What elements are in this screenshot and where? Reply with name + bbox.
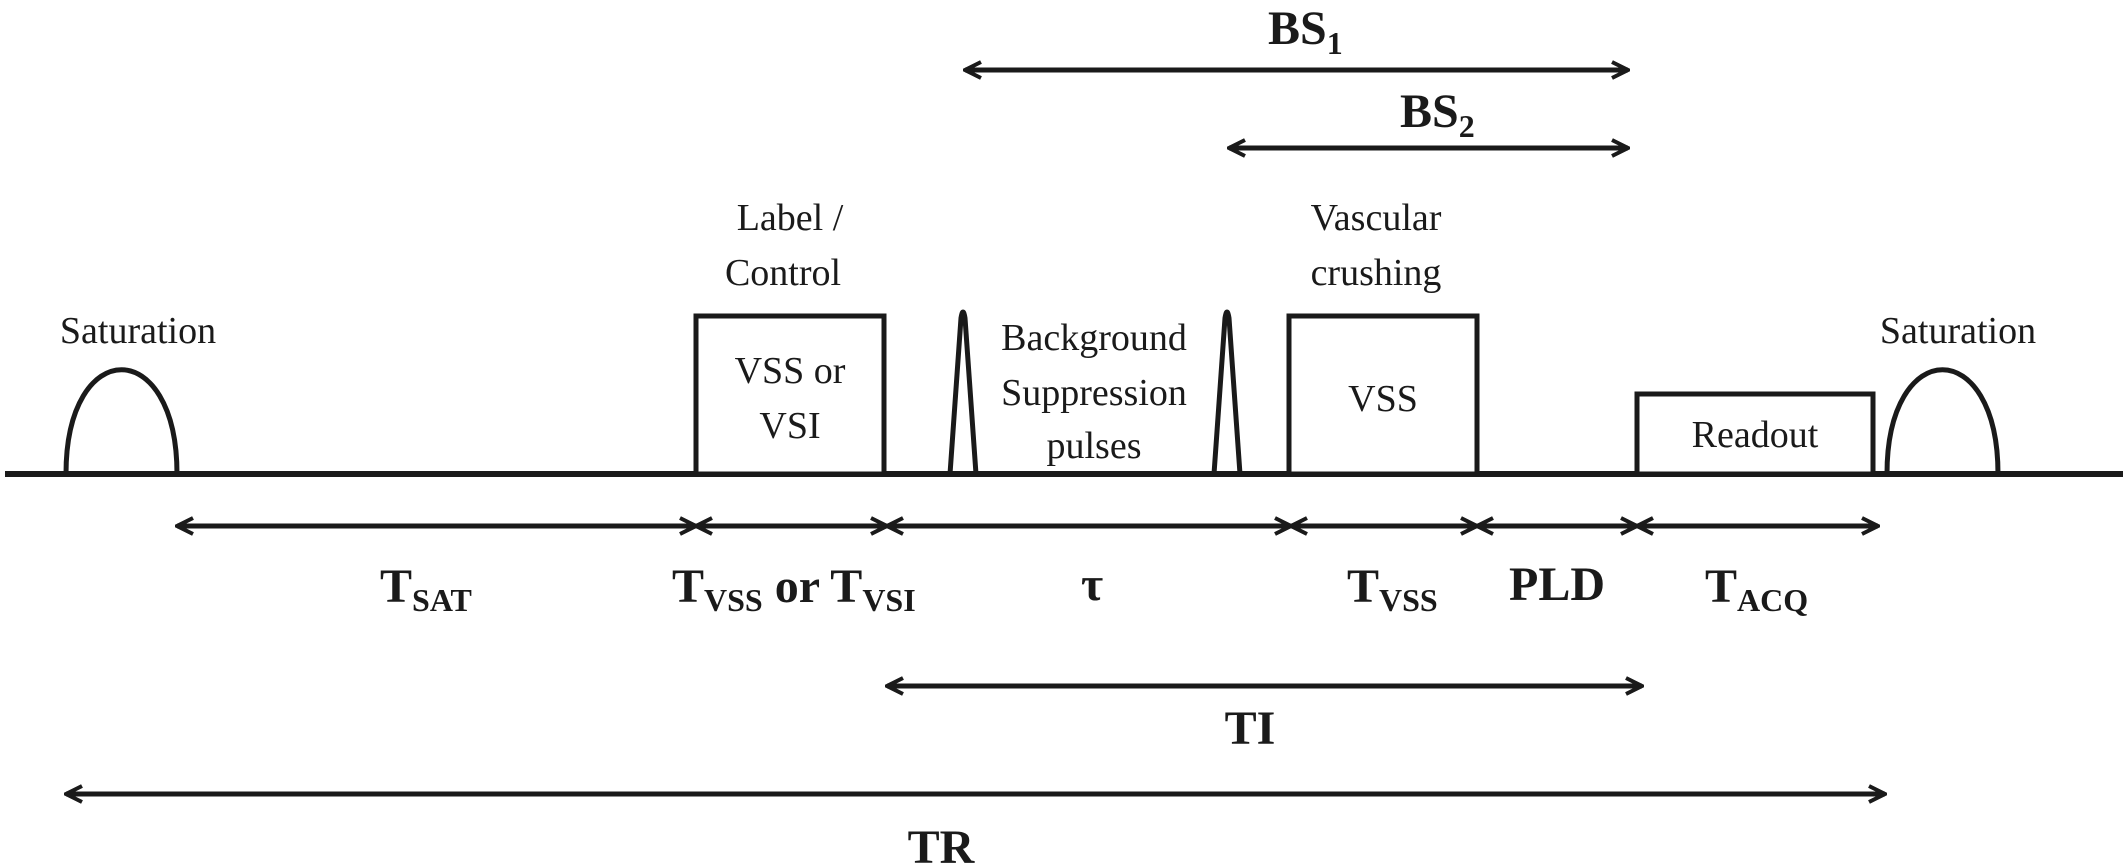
- vss-crusher-box: [1286, 313, 1480, 477]
- tvss-label: TVSS: [1347, 560, 1438, 618]
- background-suppression-pulse-2: [1211, 309, 1243, 475]
- saturation-pulse-right: [1884, 367, 2001, 475]
- vss-or-vsi-line2: VSI: [759, 405, 820, 447]
- readout-label: Readout: [1692, 414, 1819, 456]
- vss-crusher-label: VSS: [1348, 378, 1418, 420]
- bs1-label: BS1: [1268, 2, 1343, 61]
- bs2-label: BS2: [1400, 85, 1475, 144]
- vascular-crushing-line2: crushing: [1311, 252, 1442, 294]
- saturation-pulse-left: [63, 367, 180, 475]
- vss-or-vsi-box: [693, 313, 887, 477]
- background-suppression-line2: Suppression: [1001, 372, 1187, 414]
- tr-label: TR: [908, 821, 976, 867]
- background-suppression-line3: pulses: [1047, 425, 1142, 467]
- background-suppression-line1: Background: [1001, 317, 1187, 359]
- ti-label: TI: [1225, 702, 1276, 755]
- tacq-label: TACQ: [1705, 560, 1808, 618]
- background-suppression-pulse-1: [947, 309, 979, 475]
- saturation-left-label: Saturation: [60, 310, 216, 352]
- readout-box: [1634, 391, 1876, 477]
- saturation-right-label: Saturation: [1880, 310, 2036, 352]
- label-control-line1: Label /: [737, 197, 844, 239]
- vascular-crushing-line1: Vascular: [1311, 197, 1442, 239]
- tsat-label: TSAT: [380, 560, 472, 618]
- tvss-or-tvsi-label: TVSS or TVSI: [672, 560, 916, 618]
- pld-label: PLD: [1509, 558, 1605, 611]
- vss-or-vsi-line1: VSS or: [735, 350, 846, 392]
- label-control-line2: Control: [725, 252, 841, 294]
- tau-label: τ: [1081, 558, 1103, 611]
